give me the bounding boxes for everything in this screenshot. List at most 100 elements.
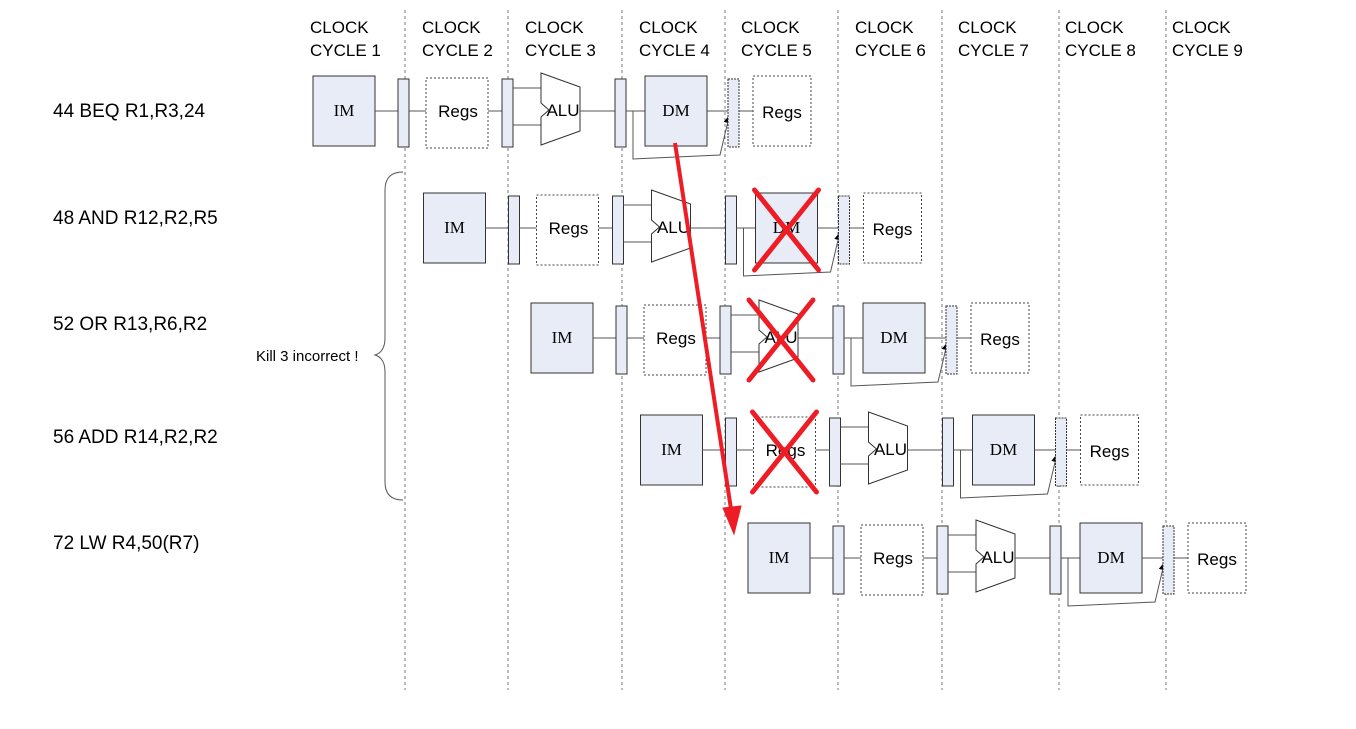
- writeback-regs-label: Regs: [873, 220, 913, 239]
- regs-stage-label: Regs: [656, 329, 696, 348]
- clock-cycle-header: CLOCK: [1172, 18, 1231, 37]
- branch-arrow-head: [722, 505, 742, 536]
- bypass-wire: [1067, 558, 1167, 607]
- instruction-label: 48 AND R12,R2,R5: [53, 208, 218, 229]
- clock-cycle-header: CLOCK: [1065, 18, 1124, 37]
- clock-cycle-header: CLOCK: [855, 18, 914, 37]
- regs-stage: [425, 77, 489, 149]
- instruction-label: 44 BEQ R1,R3,24: [53, 101, 206, 122]
- pipeline-register: [508, 195, 520, 265]
- writeback-regs-label: Regs: [980, 330, 1020, 349]
- alu-stage: [651, 189, 691, 263]
- clock-cycle-header: CLOCK: [310, 18, 369, 37]
- pipeline-register: [727, 78, 740, 148]
- pipeline-row: IM Regs ALU DM Regs: [312, 72, 812, 160]
- clock-cycle-header: CLOCK: [741, 18, 800, 37]
- alu-stage: [975, 519, 1016, 593]
- pipeline-register: [614, 78, 627, 148]
- writeback-regs-stage: [752, 75, 812, 147]
- clock-cycle-number: CYCLE 8: [1065, 41, 1136, 60]
- pipeline-register: [719, 305, 732, 375]
- pipeline-register: [832, 525, 845, 595]
- im-stage: [312, 75, 376, 147]
- clock-cycle-number: CYCLE 5: [741, 41, 812, 60]
- writeback-regs-stage: [1187, 522, 1247, 594]
- kill-mark: [746, 297, 816, 383]
- pipeline-register: [615, 305, 628, 375]
- writeback-regs-label: Regs: [762, 103, 802, 122]
- alu-stage-label: ALU: [546, 101, 579, 120]
- branch-target-arrow: [673, 142, 733, 510]
- writeback-regs-stage: [970, 302, 1030, 374]
- kill-note: Kill 3 incorrect !: [256, 348, 359, 365]
- clock-cycle-header: CLOCK: [639, 18, 698, 37]
- writeback-regs-stage: [863, 192, 922, 264]
- alu-stage-label: ALU: [981, 548, 1014, 567]
- clock-cycle-header: CLOCK: [422, 18, 481, 37]
- kill-mark: [750, 409, 819, 495]
- regs-stage-label: Regs: [873, 549, 913, 568]
- clock-cycle-number: CYCLE 7: [958, 41, 1029, 60]
- pipeline-register: [1049, 525, 1062, 595]
- im-stage-label: IM: [552, 328, 573, 347]
- im-stage: [423, 192, 486, 264]
- im-stage-label: IM: [334, 101, 355, 120]
- clock-cycle-number: CYCLE 3: [525, 41, 596, 60]
- dm-stage-label: DM: [990, 440, 1017, 459]
- clock-cycle-number: CYCLE 6: [855, 41, 926, 60]
- writeback-regs-label: Regs: [1197, 550, 1237, 569]
- dm-stage-label: DM: [1097, 548, 1124, 567]
- pipeline-register: [725, 417, 737, 487]
- bypass-wire: [960, 450, 1060, 499]
- clock-cycle-header: CLOCK: [958, 18, 1017, 37]
- writeback-regs-stage: [1080, 414, 1139, 486]
- dm-stage: [972, 414, 1035, 486]
- alu-stage: [540, 72, 581, 146]
- im-stage-label: IM: [661, 440, 682, 459]
- bypass-wire: [743, 228, 843, 277]
- kill-brace: [373, 171, 404, 501]
- writeback-regs-label: Regs: [1090, 442, 1130, 461]
- im-stage: [640, 414, 703, 486]
- clock-cycle-header: CLOCK: [525, 18, 584, 37]
- kill-mark: [752, 187, 821, 273]
- dm-stage-label: DM: [880, 328, 907, 347]
- dm-stage-label: DM: [662, 101, 689, 120]
- pipeline-register: [936, 525, 949, 595]
- bypass-wire: [850, 338, 950, 387]
- pipeline-register: [612, 195, 624, 265]
- regs-stage-label: Regs: [438, 102, 478, 121]
- pipeline-row: IM Regs ALU DM Regs: [747, 519, 1247, 607]
- pipeline-register: [397, 78, 410, 148]
- pipeline-register: [945, 305, 958, 375]
- regs-stage: [536, 194, 599, 266]
- pipeline-register: [942, 417, 954, 487]
- pipeline-register: [838, 195, 850, 265]
- regs-stage: [860, 524, 924, 596]
- pipeline-register: [832, 305, 845, 375]
- alu-stage-label: ALU: [874, 440, 907, 459]
- alu-stage-label: ALU: [657, 218, 690, 237]
- instruction-label: 52 OR R13,R6,R2: [53, 314, 207, 335]
- im-stage-label: IM: [769, 548, 790, 567]
- pipeline-register: [1162, 525, 1175, 595]
- dm-stage: [1079, 522, 1143, 594]
- pipeline-register: [725, 195, 737, 265]
- clock-cycle-number: CYCLE 9: [1172, 41, 1243, 60]
- clock-cycle-number: CYCLE 4: [639, 41, 710, 60]
- regs-stage-label: Regs: [549, 219, 589, 238]
- pipeline-register: [501, 78, 514, 148]
- instruction-label: 56 ADD R14,R2,R2: [53, 427, 218, 448]
- alu-stage: [868, 411, 908, 485]
- instruction-label: 72 LW R4,50(R7): [53, 533, 199, 554]
- im-stage: [747, 522, 811, 594]
- pipeline-register: [829, 417, 841, 487]
- clock-cycle-number: CYCLE 2: [422, 41, 493, 60]
- dm-stage: [862, 302, 926, 374]
- clock-cycle-number: CYCLE 1: [310, 41, 381, 60]
